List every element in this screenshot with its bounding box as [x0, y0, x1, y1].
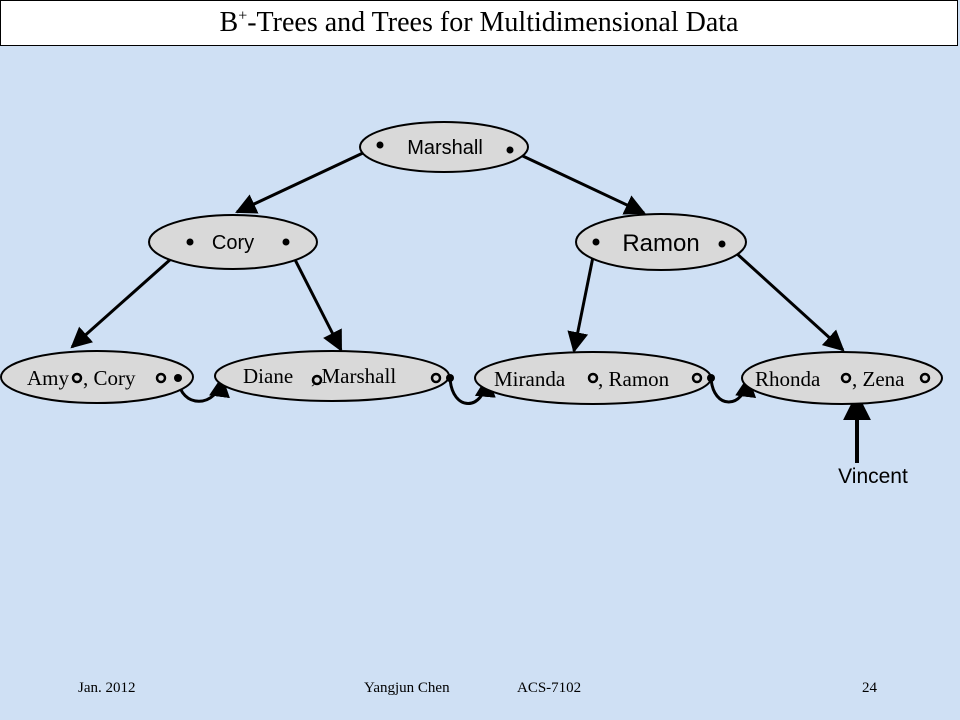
record-pointer — [587, 372, 599, 384]
edge-root-to-cory — [235, 143, 381, 214]
root-key: Marshall — [407, 137, 483, 159]
leaf-key: Diane — [243, 364, 293, 388]
leaf-key: , Ramon — [598, 367, 670, 391]
record-pointer — [155, 372, 167, 384]
leaf-key: , Marshall — [311, 364, 396, 388]
pointer-dot — [376, 141, 384, 149]
record-pointer — [71, 372, 83, 384]
title-rest: -Trees and Trees for Multidimensional Da… — [247, 7, 739, 38]
pointer-dot — [718, 240, 726, 248]
leaf-node-3: Miranda , Ramon — [474, 351, 715, 405]
edge-root-to-ramon — [509, 148, 646, 215]
leaf-key: Amy — [27, 366, 70, 390]
record-pointer — [311, 374, 323, 386]
next-leaf-pointer — [707, 374, 715, 382]
title-superscript: + — [238, 7, 248, 25]
leaf-key: Miranda — [494, 367, 566, 391]
leaf-node-1: Amy , Cory — [0, 350, 194, 404]
leaf-node-4: Rhonda , Zena — [741, 351, 943, 405]
title-prefix: B — [219, 7, 239, 38]
leaf-key: , Zena — [852, 367, 905, 391]
edge-ramon-to-leaf3 — [567, 241, 598, 354]
pointer-dot — [592, 238, 600, 246]
internal-key-ramon: Ramon — [622, 230, 699, 257]
next-leaf-pointer — [174, 374, 182, 382]
internal-node-ramon: Ramon — [575, 213, 747, 271]
tree-edges — [70, 143, 871, 463]
record-pointer — [430, 372, 442, 384]
leaf-node-2: Diane , Marshall — [214, 350, 454, 402]
pointer-dot — [282, 238, 290, 246]
footer-author: Yangjun Chen — [364, 680, 450, 696]
record-pointer — [919, 372, 931, 384]
insert-key-label: Vincent — [838, 465, 908, 488]
record-pointer — [840, 372, 852, 384]
internal-node-cory: Cory — [148, 214, 318, 270]
internal-key-cory: Cory — [212, 232, 254, 254]
slide-title: B+-Trees and Trees for Multidimensional … — [1, 7, 957, 39]
next-leaf-pointer — [446, 374, 454, 382]
title-bar: B+-Trees and Trees for Multidimensional … — [0, 0, 958, 46]
edge-ramon-to-leaf4 — [733, 250, 845, 352]
root-node: Marshall — [359, 121, 529, 173]
record-pointer — [691, 372, 703, 384]
footer-date: Jan. 2012 — [78, 680, 136, 696]
footer-page-number: 24 — [862, 680, 877, 696]
leaf-key: Rhonda — [755, 367, 821, 391]
pointer-dot — [186, 238, 194, 246]
leaf-key: , Cory — [83, 366, 136, 390]
footer-course: ACS-7102 — [517, 680, 582, 696]
pointer-dot — [506, 146, 514, 154]
